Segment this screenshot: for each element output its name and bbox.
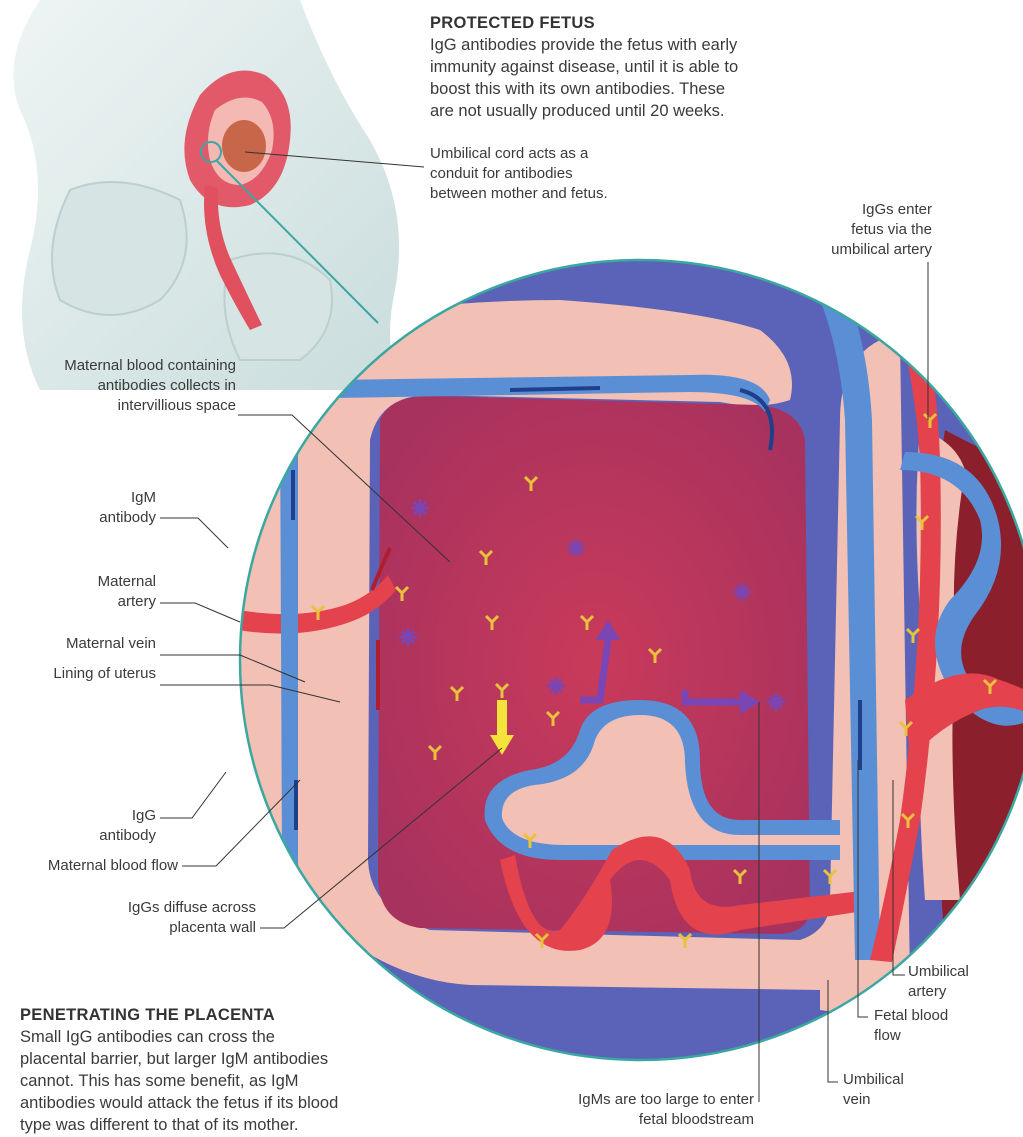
penetrating-line-2: placental barrier, but larger IgM antibo… xyxy=(20,1048,400,1070)
label-igm-line: IgM xyxy=(40,488,156,508)
label-umbilical-artery-line: artery xyxy=(908,982,1018,1002)
penetrating-title: PENETRATING THE PLACENTA xyxy=(20,1004,400,1026)
penetrating-line-4: antibodies would attack the fetus if its… xyxy=(20,1092,400,1114)
label-iggs-diffuse-line: placenta wall xyxy=(60,918,256,938)
leader-maternal-artery xyxy=(160,603,240,622)
penetrating-line-5: type was different to that of its mother… xyxy=(20,1114,400,1136)
label-lining: Lining of uterus xyxy=(0,664,156,684)
igg-antibody xyxy=(192,519,204,533)
label-umbilical-vein-line: Umbilical xyxy=(843,1070,963,1090)
penetrating-line-3: cannot. This has some benefit, as IgM xyxy=(20,1070,400,1092)
penetrating-line-1: Small IgG antibodies can cross the xyxy=(20,1026,400,1048)
label-umbilical-artery-line: Umbilical xyxy=(908,962,1018,982)
label-maternal-flow-line: Maternal blood flow xyxy=(0,856,178,876)
body-inset xyxy=(13,0,424,390)
label-igms-large-line: IgMs are too large to enter xyxy=(500,1090,754,1110)
label-cord-line: between mother and fetus. xyxy=(430,184,690,204)
label-cord-line: Umbilical cord acts as a xyxy=(430,144,690,164)
label-iggs-enter-line: IgGs enter xyxy=(760,200,932,220)
label-igg-line: antibody xyxy=(40,826,156,846)
label-umbilical-artery: Umbilical artery xyxy=(908,962,1018,1002)
label-iggs-diffuse: IgGs diffuse across placenta wall xyxy=(60,898,256,938)
vein-flow-arrow-left xyxy=(510,388,600,390)
label-maternal-blood-line: intervillious space xyxy=(0,396,236,416)
protected-fetus-title: PROTECTED FETUS xyxy=(430,12,810,34)
label-maternal-vein-line: Maternal vein xyxy=(0,634,156,654)
label-cord: Umbilical cord acts as a conduit for ant… xyxy=(430,144,690,204)
leader-igg xyxy=(160,772,226,818)
label-maternal-flow: Maternal blood flow xyxy=(0,856,178,876)
label-maternal-vein: Maternal vein xyxy=(0,634,156,654)
maternal-artery-left xyxy=(195,420,240,760)
label-fetal-flow: Fetal blood flow xyxy=(874,1006,994,1046)
label-igg-antibody: IgG antibody xyxy=(40,806,156,846)
label-fetal-flow-line: flow xyxy=(874,1026,994,1046)
igg-antibody xyxy=(220,764,232,778)
label-igm-antibody: IgM antibody xyxy=(40,488,156,528)
protected-line-2: immunity against disease, until it is ab… xyxy=(430,56,810,78)
igm-antibody xyxy=(223,544,241,562)
label-iggs-enter-line: fetus via the xyxy=(760,220,932,240)
protected-line-1: IgG antibodies provide the fetus with ea… xyxy=(430,34,810,56)
fetus xyxy=(222,120,266,172)
leader-igm xyxy=(160,518,228,548)
label-iggs-diffuse-line: IgGs diffuse across xyxy=(60,898,256,918)
label-cord-line: conduit for antibodies xyxy=(430,164,690,184)
protected-line-4: are not usually produced until 20 weeks. xyxy=(430,100,810,122)
label-igg-line: IgG xyxy=(40,806,156,826)
label-maternal-blood-line: Maternal blood containing xyxy=(0,356,236,376)
label-iggs-enter: IgGs enter fetus via the umbilical arter… xyxy=(760,200,932,260)
label-igms-large-line: fetal bloodstream xyxy=(500,1110,754,1130)
label-lining-line: Lining of uterus xyxy=(0,664,156,684)
label-maternal-artery-line: Maternal xyxy=(40,572,156,592)
protected-line-3: boost this with its own antibodies. Thes… xyxy=(430,78,810,100)
label-igm-line: antibody xyxy=(40,508,156,528)
label-maternal-blood: Maternal blood containing antibodies col… xyxy=(0,356,236,416)
igg-diffuse-arrow xyxy=(497,700,507,740)
penetrating-block: PENETRATING THE PLACENTA Small IgG antib… xyxy=(20,1004,400,1136)
label-maternal-artery-line: artery xyxy=(40,592,156,612)
protected-fetus-block: PROTECTED FETUS IgG antibodies provide t… xyxy=(430,12,810,122)
label-maternal-blood-line: antibodies collects in xyxy=(0,376,236,396)
label-umbilical-vein: Umbilical vein xyxy=(843,1070,963,1110)
label-fetal-flow-line: Fetal blood xyxy=(874,1006,994,1026)
label-igms-large: IgMs are too large to enter fetal bloods… xyxy=(500,1090,754,1130)
label-iggs-enter-line: umbilical artery xyxy=(760,240,932,260)
label-umbilical-vein-line: vein xyxy=(843,1090,963,1110)
label-maternal-artery: Maternal artery xyxy=(40,572,156,612)
